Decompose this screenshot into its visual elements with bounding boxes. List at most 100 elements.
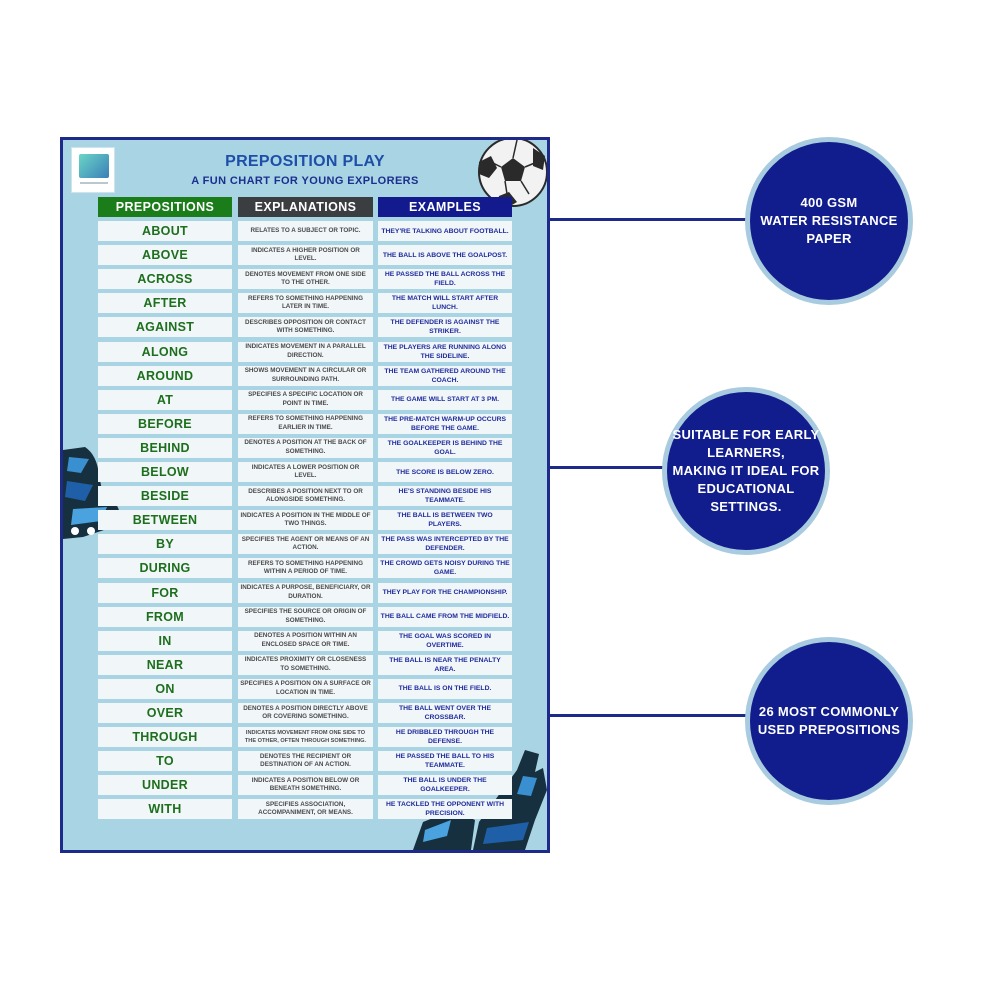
explanation-cell: SPECIFIES THE SOURCE OR ORIGIN OF SOMETH…	[238, 606, 373, 627]
example-cell: THE BALL CAME FROM THE MIDFIELD.	[378, 606, 512, 627]
table-row: TO DENOTES THE RECIPIENT OR DESTINATION …	[63, 751, 547, 772]
explanation-cell: INDICATES MOVEMENT IN A PARALLEL DIRECTI…	[238, 341, 373, 362]
feature-text: 26 MOST COMMONLY USED PREPOSITIONS	[757, 704, 901, 737]
preposition-cell: NEAR	[98, 654, 232, 675]
preposition-cell: BETWEEN	[98, 510, 232, 531]
example-cell: THE CROWD GETS NOISY DURING THE GAME.	[378, 558, 512, 579]
feature-badge-paper: 400 GSM WATER RESISTANCE PAPER	[745, 137, 913, 305]
example-cell: THE SCORE IS BELOW ZERO.	[378, 462, 512, 482]
example-cell: THE GOAL WAS SCORED IN OVERTIME.	[378, 630, 512, 651]
connector-line	[547, 466, 667, 469]
preposition-cell: THROUGH	[98, 727, 232, 748]
preposition-cell: OVER	[98, 703, 232, 723]
example-cell: THE DEFENDER IS AGAINST THE STRIKER.	[378, 317, 512, 338]
table-row: BETWEEN INDICATES A POSITION IN THE MIDD…	[63, 510, 547, 531]
table-row: ON SPECIFIES A POSITION ON A SURFACE OR …	[63, 678, 547, 699]
preposition-cell: BY	[98, 534, 232, 555]
explanation-cell: INDICATES A POSITION BELOW OR BENEATH SO…	[238, 775, 373, 796]
table-row: AGAINST DESCRIBES OPPOSITION OR CONTACT …	[63, 317, 547, 338]
explanation-cell: DENOTES A POSITION DIRECTLY ABOVE OR COV…	[238, 703, 373, 723]
example-cell: THE BALL IS BETWEEN TWO PLAYERS.	[378, 510, 512, 531]
explanation-cell: DENOTES THE RECIPIENT OR DESTINATION OF …	[238, 751, 373, 772]
preposition-cell: BEHIND	[98, 437, 232, 458]
explanation-cell: INDICATES A HIGHER POSITION OR LEVEL.	[238, 245, 373, 266]
examples-header: EXAMPLES	[378, 197, 512, 217]
explanation-cell: RELATES TO A SUBJECT OR TOPIC.	[238, 221, 373, 241]
preposition-cell: BESIDE	[98, 486, 232, 507]
preposition-cell: ABOUT	[98, 221, 232, 241]
preposition-cell: FOR	[98, 582, 232, 603]
table-row: ACROSS DENOTES MOVEMENT FROM ONE SIDE TO…	[63, 269, 547, 290]
preposition-cell: TO	[98, 751, 232, 772]
feature-text: 400 GSM WATER RESISTANCE PAPER	[760, 195, 898, 246]
example-cell: THE PASS WAS INTERCEPTED BY THE DEFENDER…	[378, 534, 512, 555]
example-cell: HE PASSED THE BALL TO HIS TEAMMATE.	[378, 751, 512, 772]
explanations-header: EXPLANATIONS	[238, 197, 373, 217]
table-row: OVER DENOTES A POSITION DIRECTLY ABOVE O…	[63, 703, 547, 723]
example-cell: HE PASSED THE BALL ACROSS THE FIELD.	[378, 269, 512, 290]
explanation-cell: INDICATES A POSITION IN THE MIDDLE OF TW…	[238, 510, 373, 531]
example-cell: THE BALL IS ABOVE THE GOALPOST.	[378, 245, 512, 266]
explanation-cell: REFERS TO SOMETHING HAPPENING EARLIER IN…	[238, 413, 373, 434]
explanation-cell: DESCRIBES OPPOSITION OR CONTACT WITH SOM…	[238, 317, 373, 338]
explanation-cell: SPECIFIES A SPECIFIC LOCATION OR POINT I…	[238, 389, 373, 410]
example-cell: THE BALL IS UNDER THE GOALKEEPER.	[378, 775, 512, 796]
feature-badge-learners: SUITABLE FOR EARLY LEARNERS, MAKING IT I…	[662, 387, 830, 555]
example-cell: THE MATCH WILL START AFTER LUNCH.	[378, 293, 512, 314]
table-row: IN DENOTES A POSITION WITHIN AN ENCLOSED…	[63, 630, 547, 651]
feature-text: SUITABLE FOR EARLY LEARNERS, MAKING IT I…	[672, 427, 820, 514]
table-row: NEAR INDICATES PROXIMITY OR CLOSENESS TO…	[63, 654, 547, 675]
preposition-cell: AFTER	[98, 293, 232, 314]
explanation-cell: INDICATES PROXIMITY OR CLOSENESS TO SOME…	[238, 654, 373, 675]
table-row: BELOW INDICATES A LOWER POSITION OR LEVE…	[63, 462, 547, 482]
connector-line	[547, 714, 750, 717]
preposition-cell: ACROSS	[98, 269, 232, 290]
preposition-cell: ALONG	[98, 341, 232, 362]
preposition-cell: IN	[98, 630, 232, 651]
explanation-cell: INDICATES A LOWER POSITION OR LEVEL.	[238, 462, 373, 482]
table-row: THROUGH INDICATES MOVEMENT FROM ONE SIDE…	[63, 727, 547, 748]
example-cell: THE BALL IS NEAR THE PENALTY AREA.	[378, 654, 512, 675]
preposition-cell: DURING	[98, 558, 232, 579]
preposition-cell: UNDER	[98, 775, 232, 796]
explanation-cell: DESCRIBES A POSITION NEXT TO OR ALONGSID…	[238, 486, 373, 507]
table-row: BEHIND DENOTES A POSITION AT THE BACK OF…	[63, 437, 547, 458]
example-cell: THE BALL WENT OVER THE CROSSBAR.	[378, 703, 512, 723]
example-cell: HE TACKLED THE OPPONENT WITH PRECISION.	[378, 799, 512, 820]
table-row: UNDER INDICATES A POSITION BELOW OR BENE…	[63, 775, 547, 796]
table-row: BY SPECIFIES THE AGENT OR MEANS OF AN AC…	[63, 534, 547, 555]
example-cell: THE TEAM GATHERED AROUND THE COACH.	[378, 365, 512, 386]
connector-line	[547, 218, 750, 221]
table-row: AROUND SHOWS MOVEMENT IN A CIRCULAR OR S…	[63, 365, 547, 386]
table-row: FOR INDICATES A PURPOSE, BENEFICIARY, OR…	[63, 582, 547, 603]
preposition-cell: ON	[98, 678, 232, 699]
table-row: AFTER REFERS TO SOMETHING HAPPENING LATE…	[63, 293, 547, 314]
preposition-cell: BELOW	[98, 462, 232, 482]
logo	[71, 147, 115, 193]
preposition-cell: AROUND	[98, 365, 232, 386]
explanation-cell: REFERS TO SOMETHING HAPPENING LATER IN T…	[238, 293, 373, 314]
example-cell: HE DRIBBLED THROUGH THE DEFENSE.	[378, 727, 512, 748]
explanation-cell: SHOWS MOVEMENT IN A CIRCULAR OR SURROUND…	[238, 365, 373, 386]
example-cell: THE PRE-MATCH WARM-UP OCCURS BEFORE THE …	[378, 413, 512, 434]
example-cell: THE PLAYERS ARE RUNNING ALONG THE SIDELI…	[378, 341, 512, 362]
table-row: ABOUT RELATES TO A SUBJECT OR TOPIC. THE…	[63, 221, 547, 241]
preposition-cell: AGAINST	[98, 317, 232, 338]
explanation-cell: DENOTES MOVEMENT FROM ONE SIDE TO THE OT…	[238, 269, 373, 290]
logo-mark	[79, 154, 109, 178]
prepositions-header: PREPOSITIONS	[98, 197, 232, 217]
preposition-cell: FROM	[98, 606, 232, 627]
table-row: ALONG INDICATES MOVEMENT IN A PARALLEL D…	[63, 341, 547, 362]
explanation-cell: INDICATES A PURPOSE, BENEFICIARY, OR DUR…	[238, 582, 373, 603]
explanation-cell: REFERS TO SOMETHING HAPPENING WITHIN A P…	[238, 558, 373, 579]
example-cell: THE GOALKEEPER IS BEHIND THE GOAL.	[378, 437, 512, 458]
table-row: WITH SPECIFIES ASSOCIATION, ACCOMPANIMEN…	[63, 799, 547, 820]
poster-title: PREPOSITION PLAY	[225, 153, 385, 170]
preposition-cell: ABOVE	[98, 245, 232, 266]
soccer-ball-icon	[478, 140, 547, 208]
explanation-cell: SPECIFIES THE AGENT OR MEANS OF AN ACTIO…	[238, 534, 373, 555]
table-row: ABOVE INDICATES A HIGHER POSITION OR LEV…	[63, 245, 547, 266]
table-row: FROM SPECIFIES THE SOURCE OR ORIGIN OF S…	[63, 606, 547, 627]
table-row: BESIDE DESCRIBES A POSITION NEXT TO OR A…	[63, 486, 547, 507]
preposition-cell: WITH	[98, 799, 232, 820]
